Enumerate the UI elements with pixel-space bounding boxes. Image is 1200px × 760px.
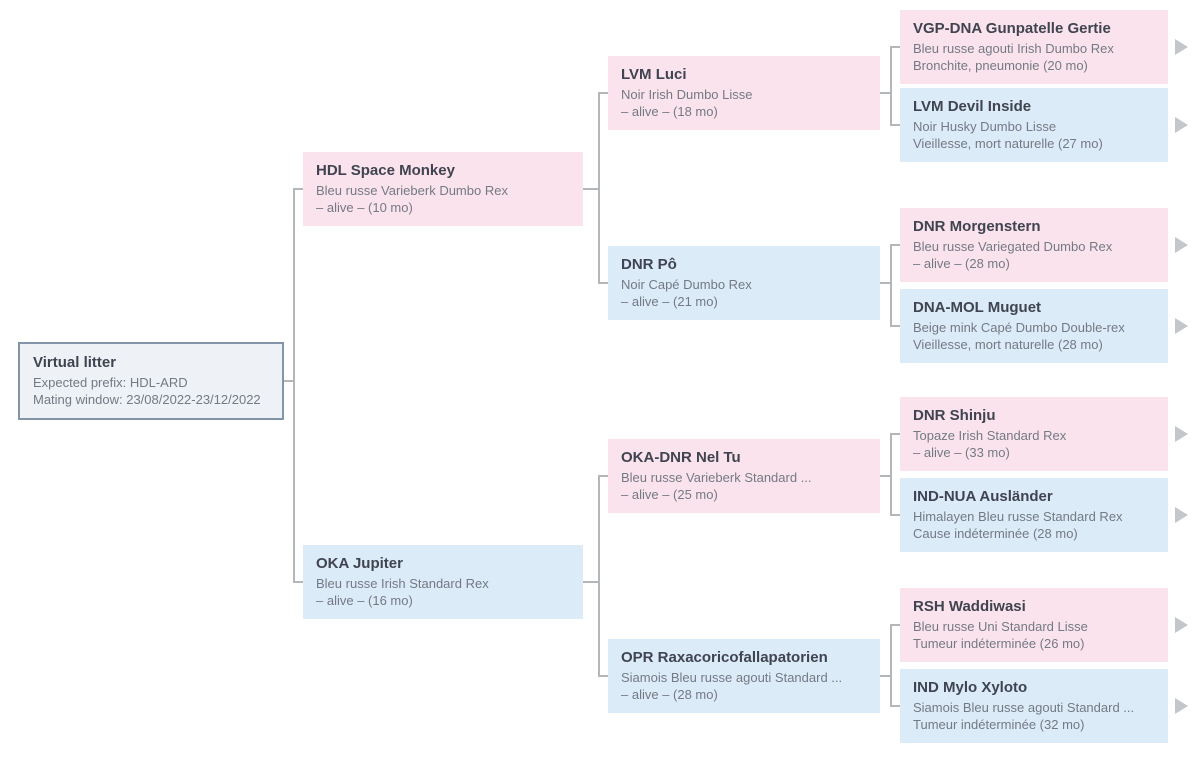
pedigree-node-dam[interactable]: HDL Space Monkey Bleu russe Varieberk Du… — [303, 152, 583, 226]
connector-line — [293, 581, 303, 583]
rat-status: – alive – (25 mo) — [621, 487, 718, 502]
rat-name: VGP-DNA Gunpatelle Gertie — [913, 20, 1111, 37]
connector-line — [583, 188, 600, 190]
rat-name: LVM Devil Inside — [913, 98, 1032, 115]
expand-ancestors-icon[interactable] — [1175, 426, 1188, 442]
connector-line — [880, 475, 892, 477]
rat-status: Vieillesse, mort naturelle (28 mo) — [913, 337, 1103, 352]
expand-ancestors-icon[interactable] — [1175, 39, 1188, 55]
rat-name: OPR Raxacoricofallapatorien — [621, 649, 828, 666]
rat-status: Cause indéterminée (28 mo) — [913, 526, 1078, 541]
litter-prefix: Expected prefix: HDL-ARD — [33, 375, 188, 390]
connector-line — [890, 244, 900, 246]
pedigree-node-dam[interactable]: DNR Morgenstern Bleu russe Variegated Du… — [900, 208, 1168, 282]
rat-variety: Himalayen Bleu russe Standard Rex — [913, 509, 1123, 524]
rat-variety: Bleu russe Irish Standard Rex — [316, 576, 489, 591]
rat-variety: Siamois Bleu russe agouti Standard ... — [913, 700, 1135, 715]
connector-line — [890, 433, 900, 435]
rat-variety: Topaze Irish Standard Rex — [913, 428, 1067, 443]
connector-line — [598, 475, 600, 677]
rat-variety: Siamois Bleu russe agouti Standard ... — [621, 670, 843, 685]
connector-line — [293, 188, 303, 190]
connector-line — [293, 188, 295, 583]
rat-variety: Bleu russe Uni Standard Lisse — [913, 619, 1088, 634]
rat-name: HDL Space Monkey — [316, 162, 455, 179]
rat-status: Tumeur indéterminée (32 mo) — [913, 717, 1085, 732]
rat-variety: Beige mink Capé Dumbo Double-rex — [913, 320, 1125, 335]
rat-status: – alive – (18 mo) — [621, 104, 718, 119]
rat-name: DNR Pô — [621, 256, 677, 273]
connector-line — [890, 124, 900, 126]
rat-name: OKA Jupiter — [316, 555, 403, 572]
rat-name: LVM Luci — [621, 66, 687, 83]
connector-line — [890, 514, 900, 516]
rat-status: Vieillesse, mort naturelle (27 mo) — [913, 136, 1103, 151]
virtual-litter-card[interactable]: Virtual litter Expected prefix: HDL-ARD … — [18, 342, 284, 420]
pedigree-node-sire[interactable]: IND-NUA Ausländer Himalayen Bleu russe S… — [900, 478, 1168, 552]
expand-ancestors-icon[interactable] — [1175, 698, 1188, 714]
pedigree-node-dam[interactable]: RSH Waddiwasi Bleu russe Uni Standard Li… — [900, 588, 1168, 662]
rat-name: DNR Shinju — [913, 407, 996, 424]
connector-line — [598, 675, 608, 677]
rat-name: DNA-MOL Muguet — [913, 299, 1042, 316]
rat-name: DNR Morgenstern — [913, 218, 1041, 235]
rat-name: OKA-DNR Nel Tu — [621, 449, 741, 466]
rat-variety: Bleu russe Varieberk Dumbo Rex — [316, 183, 508, 198]
rat-status: Tumeur indéterminée (26 mo) — [913, 636, 1085, 651]
rat-variety: Bleu russe Variegated Dumbo Rex — [913, 239, 1113, 254]
connector-line — [598, 92, 600, 284]
rat-variety: Bleu russe agouti Irish Dumbo Rex — [913, 41, 1114, 56]
rat-variety: Bleu russe Varieberk Standard ... — [621, 470, 812, 485]
expand-ancestors-icon[interactable] — [1175, 318, 1188, 334]
connector-line — [890, 705, 900, 707]
rat-status: – alive – (28 mo) — [621, 687, 718, 702]
connector-line — [598, 282, 608, 284]
expand-ancestors-icon[interactable] — [1175, 617, 1188, 633]
pedigree-node-sire[interactable]: IND Mylo Xyloto Siamois Bleu russe agout… — [900, 669, 1168, 743]
rat-name: RSH Waddiwasi — [913, 598, 1026, 615]
connector-line — [890, 325, 900, 327]
pedigree-node-dam[interactable]: LVM Luci Noir Irish Dumbo Lisse – alive … — [608, 56, 880, 130]
connector-line — [890, 624, 900, 626]
expand-ancestors-icon[interactable] — [1175, 507, 1188, 523]
connector-line — [598, 475, 608, 477]
pedigree-node-sire[interactable]: OPR Raxacoricofallapatorien Siamois Bleu… — [608, 639, 880, 713]
rat-status: – alive – (21 mo) — [621, 294, 718, 309]
litter-mating-window: Mating window: 23/08/2022-23/12/2022 — [33, 392, 261, 407]
connector-line — [890, 624, 892, 707]
rat-variety: Noir Capé Dumbo Rex — [621, 277, 752, 292]
expand-ancestors-icon[interactable] — [1175, 237, 1188, 253]
rat-status: – alive – (28 mo) — [913, 256, 1010, 271]
connector-line — [880, 675, 892, 677]
connector-line — [880, 282, 892, 284]
pedigree-node-sire[interactable]: OKA Jupiter Bleu russe Irish Standard Re… — [303, 545, 583, 619]
connector-line — [890, 46, 892, 126]
pedigree-node-sire[interactable]: DNA-MOL Muguet Beige mink Capé Dumbo Dou… — [900, 289, 1168, 363]
connector-line — [284, 380, 295, 382]
expand-ancestors-icon[interactable] — [1175, 117, 1188, 133]
connector-line — [583, 581, 600, 583]
rat-name: IND-NUA Ausländer — [913, 488, 1053, 505]
connector-line — [890, 244, 892, 327]
rat-variety: Noir Irish Dumbo Lisse — [621, 87, 753, 102]
connector-line — [890, 46, 900, 48]
rat-status: – alive – (10 mo) — [316, 200, 413, 215]
rat-status: – alive – (16 mo) — [316, 593, 413, 608]
pedigree-node-dam[interactable]: OKA-DNR Nel Tu Bleu russe Varieberk Stan… — [608, 439, 880, 513]
rat-name: IND Mylo Xyloto — [913, 679, 1028, 696]
rat-status: Bronchite, pneumonie (20 mo) — [913, 58, 1088, 73]
pedigree-node-dam[interactable]: DNR Shinju Topaze Irish Standard Rex – a… — [900, 397, 1168, 471]
litter-title: Virtual litter — [33, 354, 117, 371]
rat-status: – alive – (33 mo) — [913, 445, 1010, 460]
pedigree-node-dam[interactable]: VGP-DNA Gunpatelle Gertie Bleu russe ago… — [900, 10, 1168, 84]
connector-line — [880, 92, 892, 94]
pedigree-node-sire[interactable]: DNR Pô Noir Capé Dumbo Rex – alive – (21… — [608, 246, 880, 320]
connector-line — [598, 92, 608, 94]
pedigree-node-sire[interactable]: LVM Devil Inside Noir Husky Dumbo Lisse … — [900, 88, 1168, 162]
connector-line — [890, 433, 892, 516]
rat-variety: Noir Husky Dumbo Lisse — [913, 119, 1057, 134]
